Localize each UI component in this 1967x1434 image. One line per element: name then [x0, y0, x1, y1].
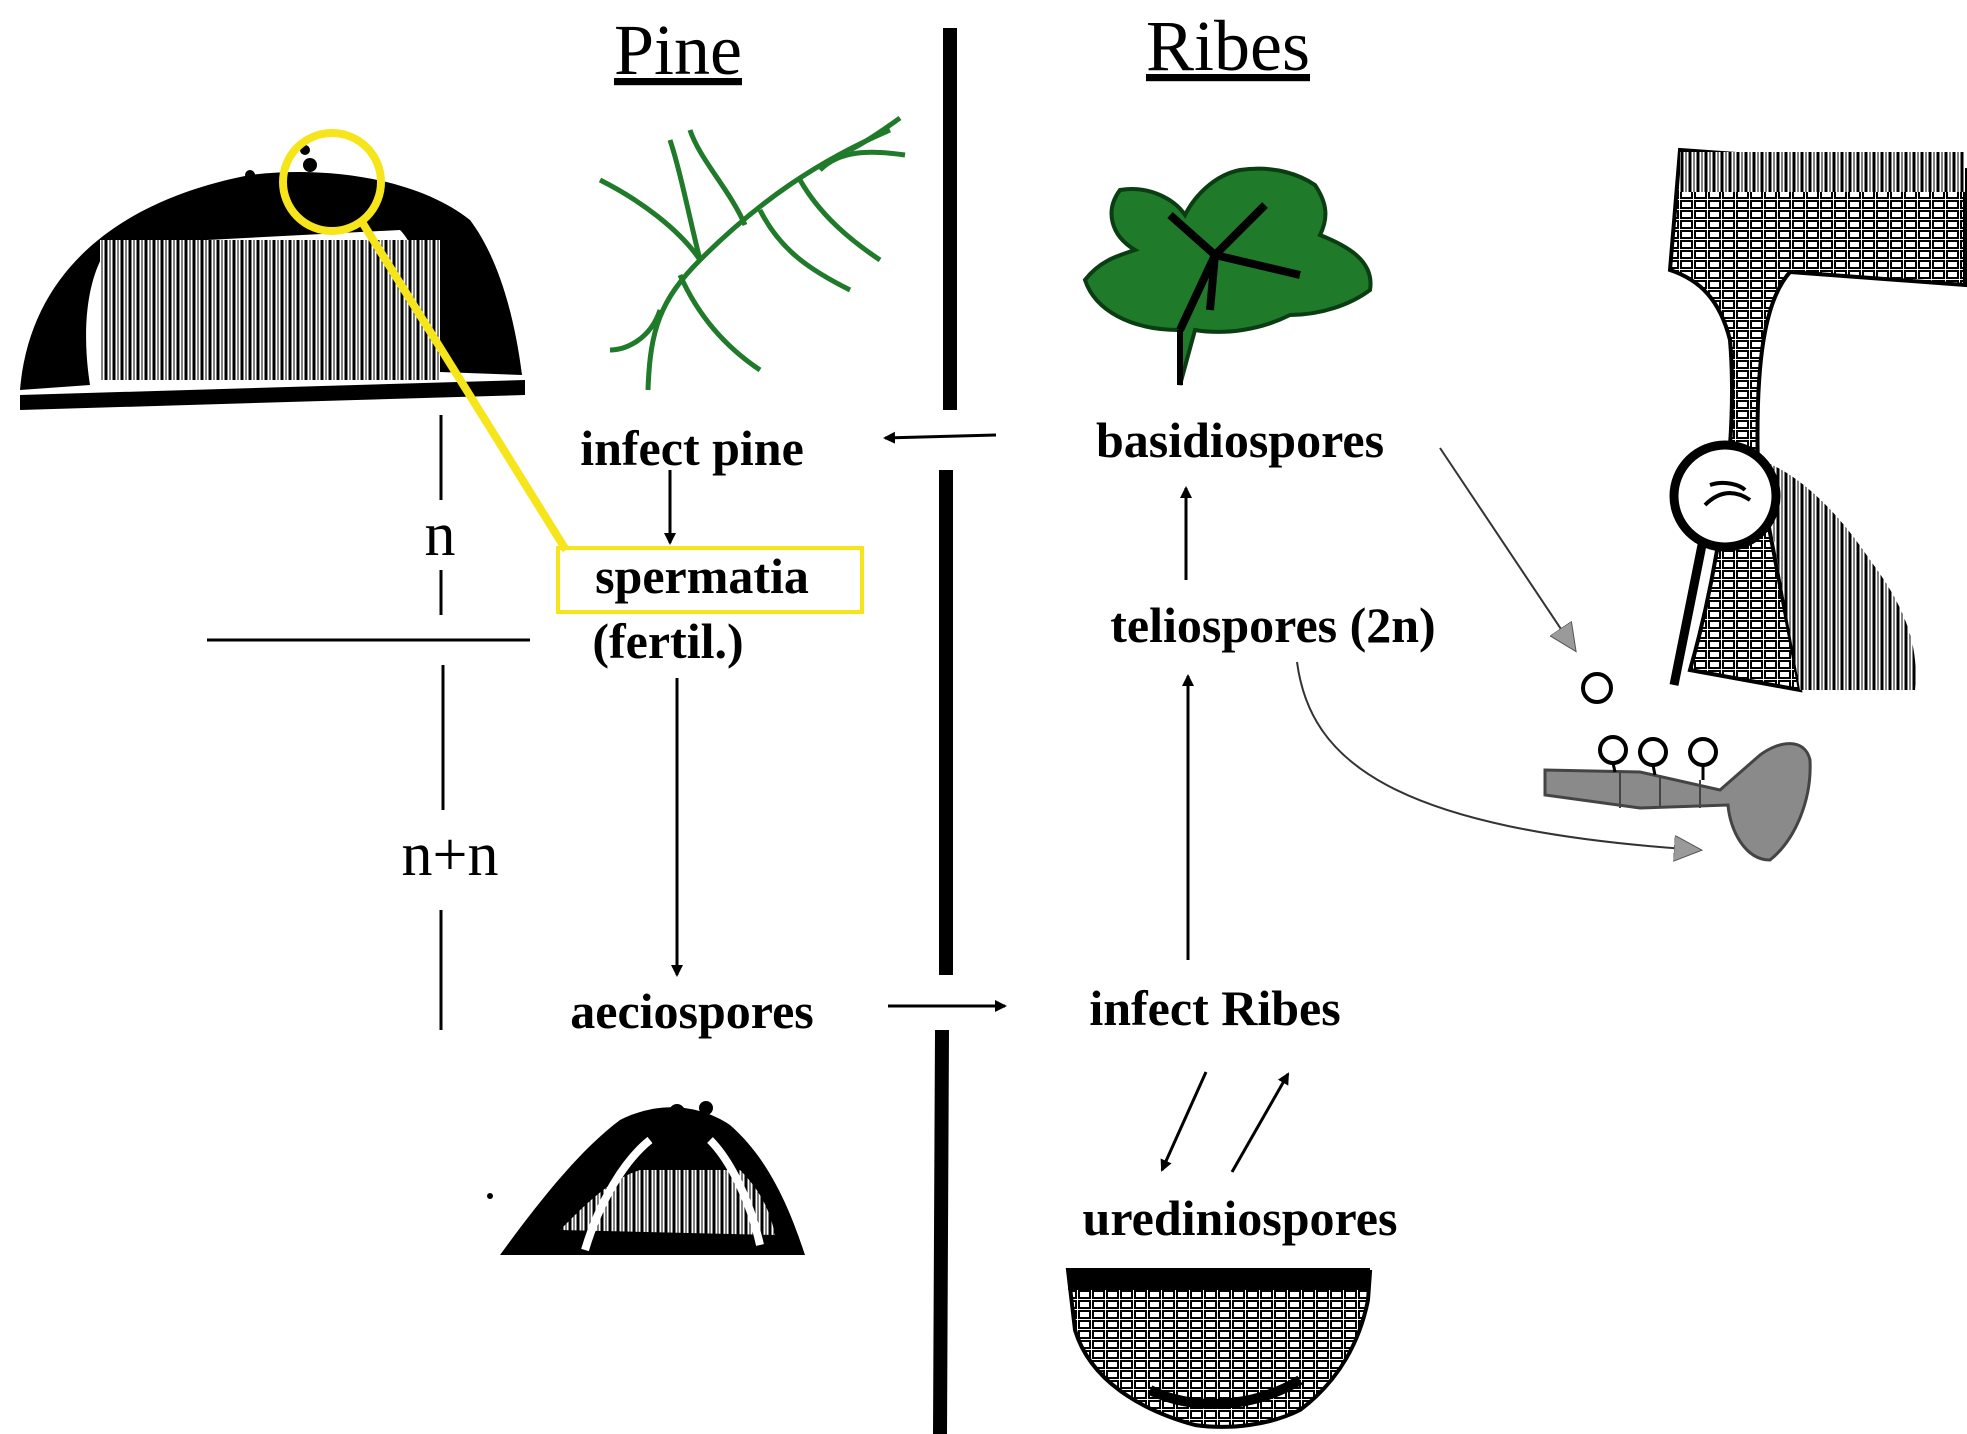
uredinium-icon	[1068, 1268, 1370, 1427]
pine-twig-icon	[600, 118, 905, 390]
ribes-leaf-icon	[1085, 169, 1371, 385]
label-urediniospores: urediniospores	[1083, 1190, 1398, 1246]
label-infect-pine: infect pine	[580, 420, 804, 476]
ploidy-dikaryotic-label: n+n	[402, 821, 499, 889]
ploidy-haploid-label: n	[425, 501, 456, 569]
label-fertil: (fertil.)	[592, 613, 743, 669]
aecium-icon	[487, 1101, 805, 1255]
label-spermatia: spermatia	[595, 548, 809, 604]
spermogonium-cross-section-icon	[20, 145, 525, 410]
host-divider	[940, 28, 950, 1434]
germinating-teliospore-icon	[1545, 674, 1810, 860]
arrow-ribes-to-uredinio	[1162, 1072, 1206, 1170]
arrow-basidio-to-spore	[1440, 448, 1575, 650]
cycle-arrows	[670, 435, 1700, 1172]
header-pine: Pine	[614, 10, 742, 90]
label-basidiospores: basidiospores	[1096, 412, 1384, 468]
telial-column-icon	[1670, 150, 1965, 690]
arrow-uredinio-to-ribes	[1232, 1074, 1288, 1172]
header-ribes: Ribes	[1146, 6, 1310, 86]
arrow-basidio-to-pine	[885, 435, 996, 438]
label-aeciospores: aeciospores	[570, 983, 813, 1039]
label-teliospores: teliospores (2n)	[1110, 597, 1435, 653]
label-infect-ribes: infect Ribes	[1089, 980, 1340, 1036]
ploidy-bracket	[207, 415, 530, 1030]
